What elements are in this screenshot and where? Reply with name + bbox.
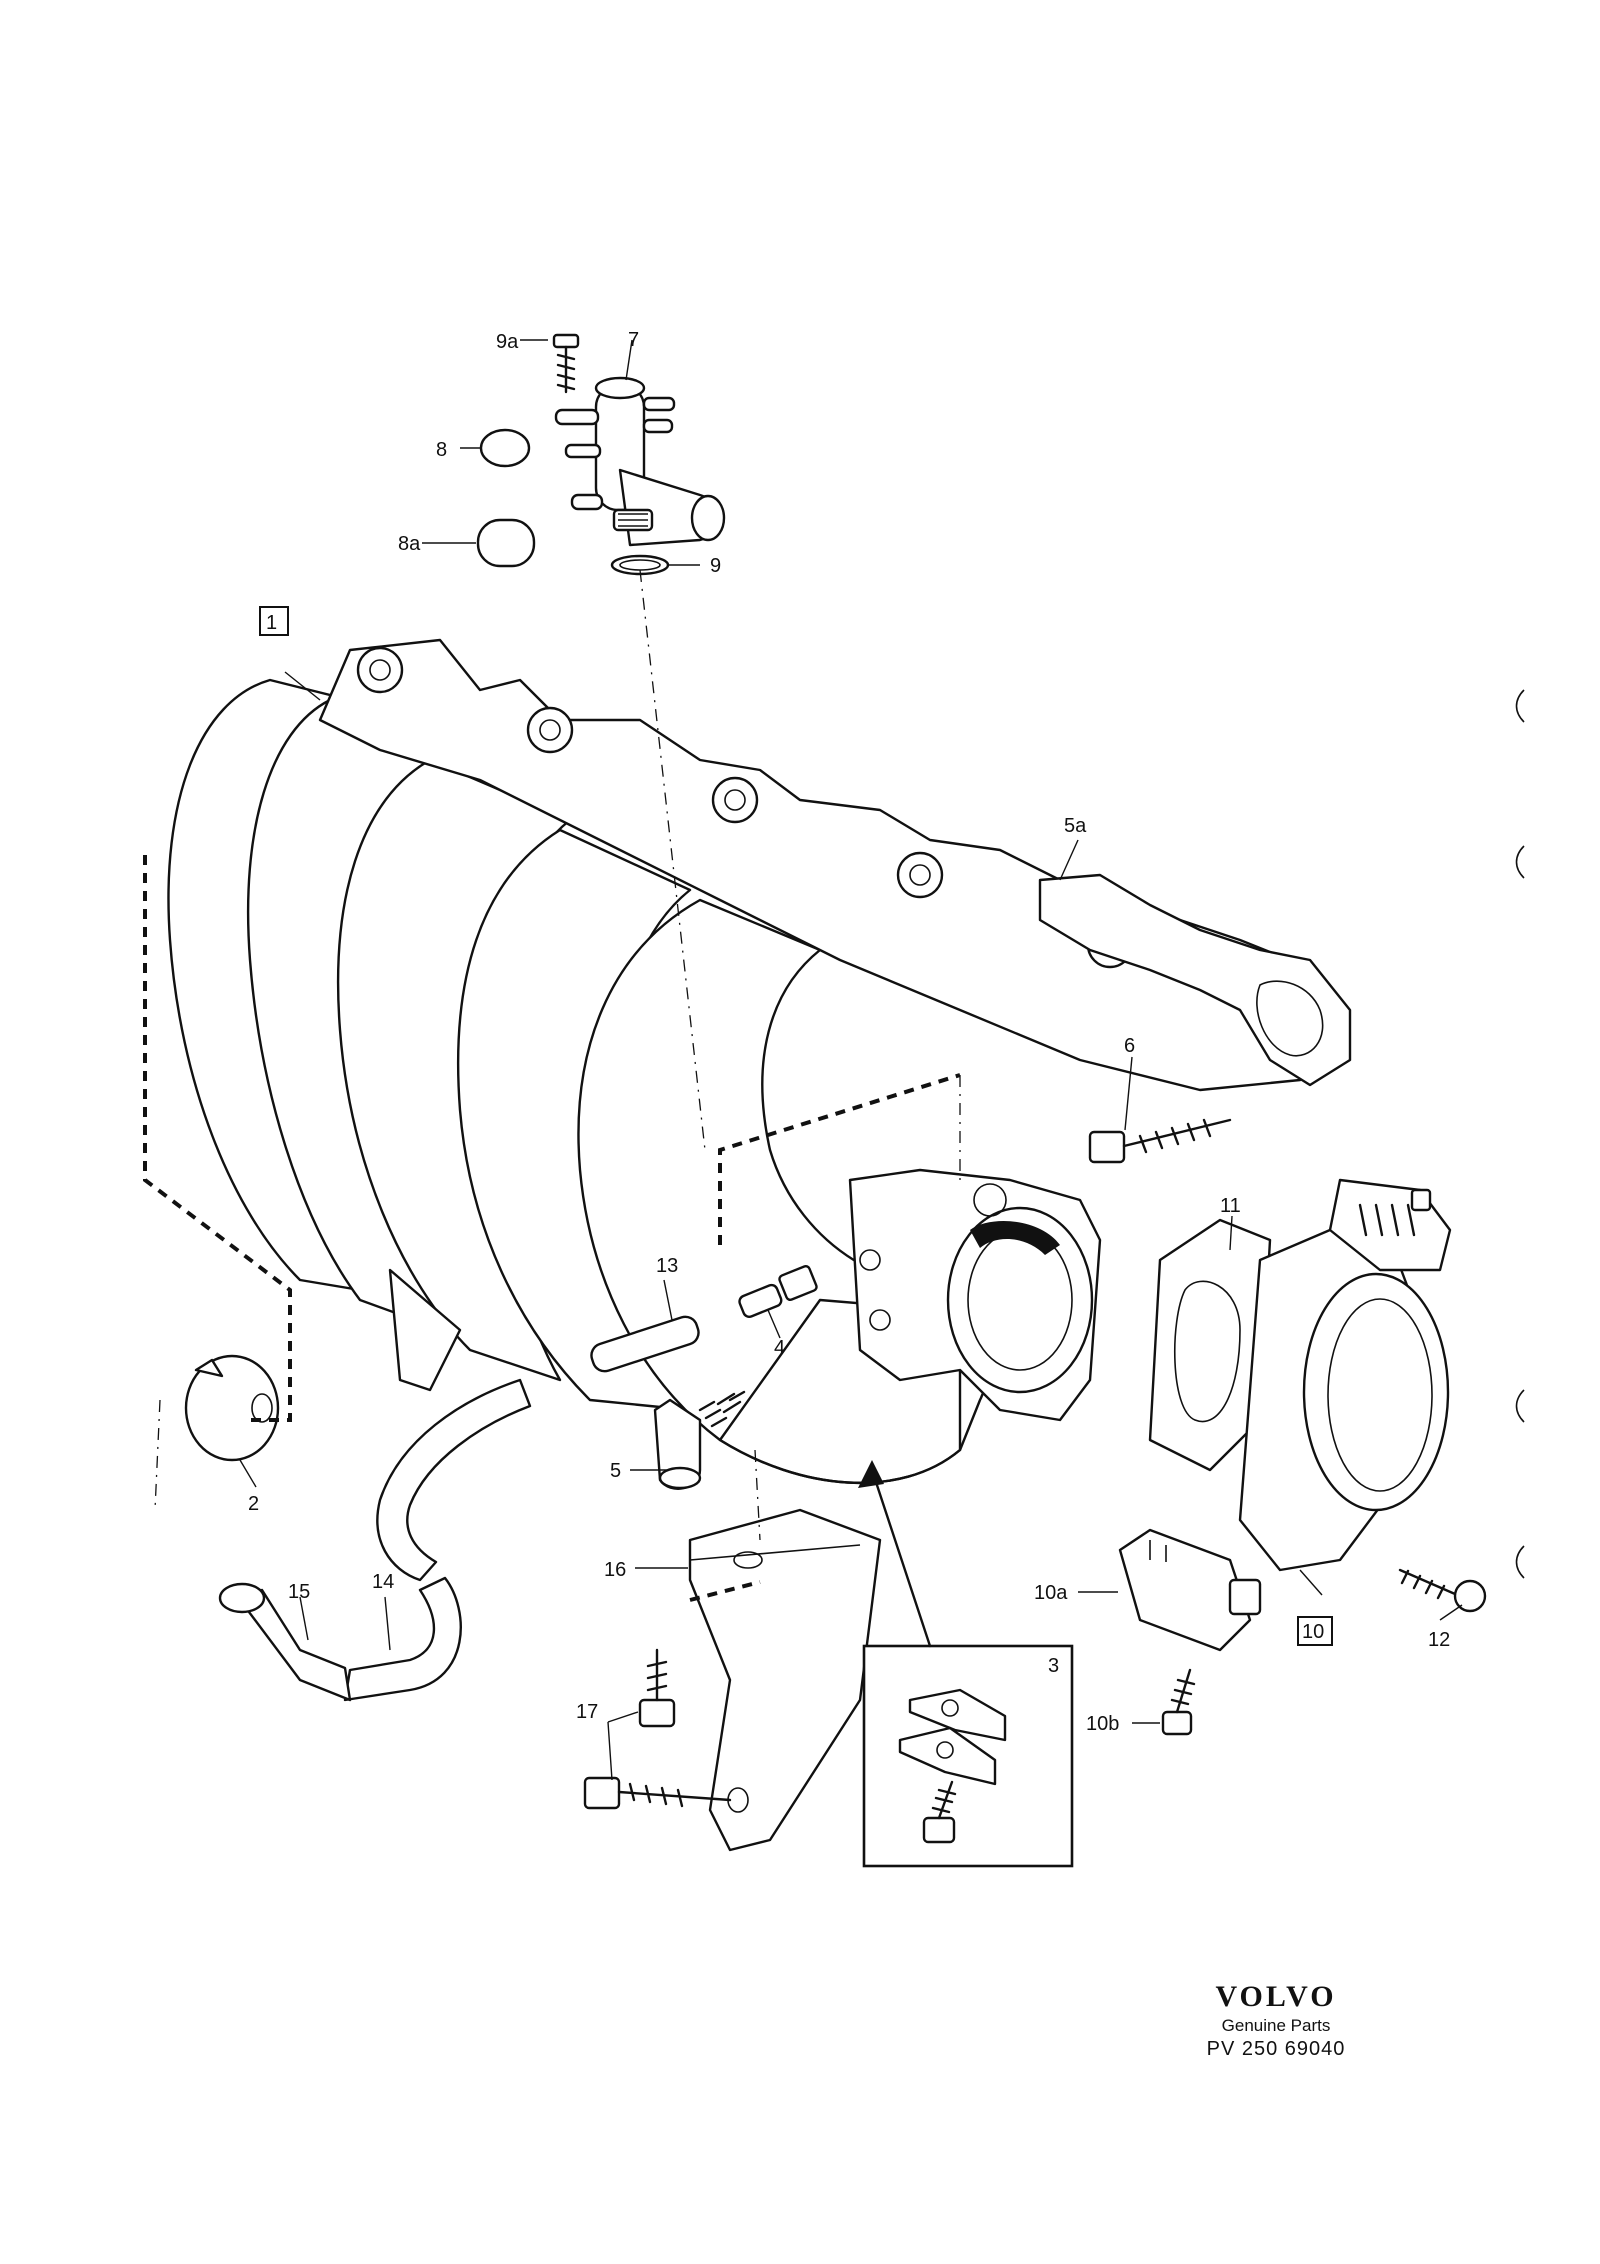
- callout-4: 4: [774, 1337, 785, 1359]
- leader-lines: [239, 339, 1463, 1781]
- callout-13: 13: [656, 1255, 678, 1277]
- callout-10: 10: [1302, 1621, 1324, 1643]
- angled-fitting: [653, 1390, 746, 1490]
- callout-6: 6: [1124, 1035, 1135, 1057]
- brand-name: VOLVO: [1215, 1980, 1337, 2013]
- callout-12: 12: [1428, 1629, 1450, 1651]
- nipple-fitting: [738, 1264, 818, 1319]
- callout-labels: 1 2 3 4 5 5a 6 7 8 8a 9 9a 10 10a 10b 11…: [248, 329, 1450, 1735]
- callout-15: 15: [288, 1581, 310, 1603]
- hose-assembly: [218, 1378, 532, 1702]
- inset-box-part-3: [862, 1644, 1074, 1868]
- diagram-code: PV 250 69040: [1206, 2038, 1346, 2060]
- callout-8: 8: [436, 439, 447, 461]
- bolt-6: [1088, 1118, 1232, 1164]
- callout-9a: 9a: [496, 331, 519, 353]
- callout-1: 1: [266, 612, 277, 634]
- callout-7: 7: [628, 329, 639, 351]
- margin-marks: [1515, 689, 1525, 1579]
- throttle-housing: [1118, 1178, 1487, 1736]
- callout-11: 11: [1220, 1195, 1241, 1217]
- bolts-17: [583, 1648, 732, 1810]
- callout-5a: 5a: [1064, 815, 1087, 837]
- volvo-genuine-parts-block: VOLVO Genuine Parts PV 250 69040: [1186, 1980, 1366, 2061]
- callout-2: 2: [248, 1493, 259, 1515]
- callout-14: 14: [372, 1571, 394, 1593]
- tube-connector: [590, 1315, 700, 1373]
- callout-9: 9: [710, 555, 721, 577]
- vacuum-valve-group: [476, 333, 726, 576]
- callout-10b: 10b: [1086, 1713, 1119, 1735]
- callout-8a: 8a: [398, 533, 421, 555]
- brand-subtitle: Genuine Parts: [1221, 2016, 1331, 2035]
- callout-16: 16: [604, 1559, 626, 1581]
- callout-10a: 10a: [1034, 1582, 1068, 1604]
- callout-3: 3: [1048, 1655, 1059, 1677]
- callout-5: 5: [610, 1460, 621, 1482]
- plug-cap: [184, 1354, 280, 1462]
- support-bracket: [688, 1508, 882, 1852]
- callout-17: 17: [576, 1701, 598, 1723]
